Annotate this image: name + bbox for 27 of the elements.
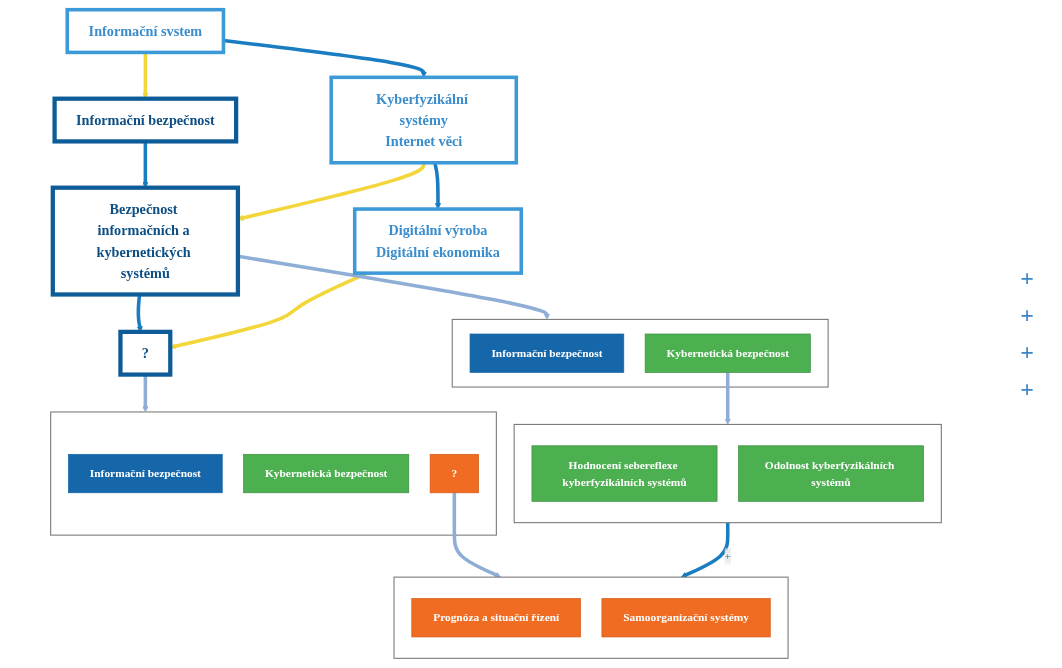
node-box: Bezpečnost informačních a kybernetických systémů bbox=[50, 185, 241, 297]
node-box: Odolnost kyberfyzikálních systémů bbox=[738, 445, 924, 502]
node-box: ? bbox=[429, 453, 479, 494]
node-box: Informační bezpečnost bbox=[68, 453, 223, 494]
plus-sign: + bbox=[1020, 339, 1034, 366]
node-box: Informační bezpečnost bbox=[52, 96, 239, 144]
node-box: ? bbox=[118, 329, 173, 377]
cluster bbox=[393, 576, 789, 659]
node-box: Prognóza a situační řízení bbox=[411, 598, 581, 638]
node-box: Samoorganizační systémy bbox=[601, 598, 771, 638]
node-box: Informační svstem bbox=[65, 7, 226, 55]
plus-sign: + bbox=[1020, 302, 1034, 329]
plus-sign: + bbox=[1020, 265, 1034, 292]
node-box: Hodnocení sebereflexe kyberfyzikálních systémů bbox=[531, 445, 718, 502]
node-box: Kyberfyzikální systémy Internet věci bbox=[329, 75, 519, 165]
plus-sign: + bbox=[1020, 376, 1034, 403]
cluster bbox=[50, 411, 497, 536]
arrow bbox=[452, 492, 502, 578]
arrow bbox=[433, 162, 442, 210]
node-box: Kybernetická bezpečnost bbox=[644, 333, 811, 373]
node-box: Informační bezpečnost bbox=[469, 333, 625, 373]
node-box: Digitální výroba Digitální ekonomika bbox=[352, 207, 524, 275]
edge-label: + bbox=[724, 549, 731, 562]
arrow bbox=[724, 372, 731, 425]
cluster bbox=[451, 318, 829, 388]
node-box: Kybernetická bezpečnost bbox=[243, 453, 410, 494]
cluster bbox=[513, 423, 942, 524]
